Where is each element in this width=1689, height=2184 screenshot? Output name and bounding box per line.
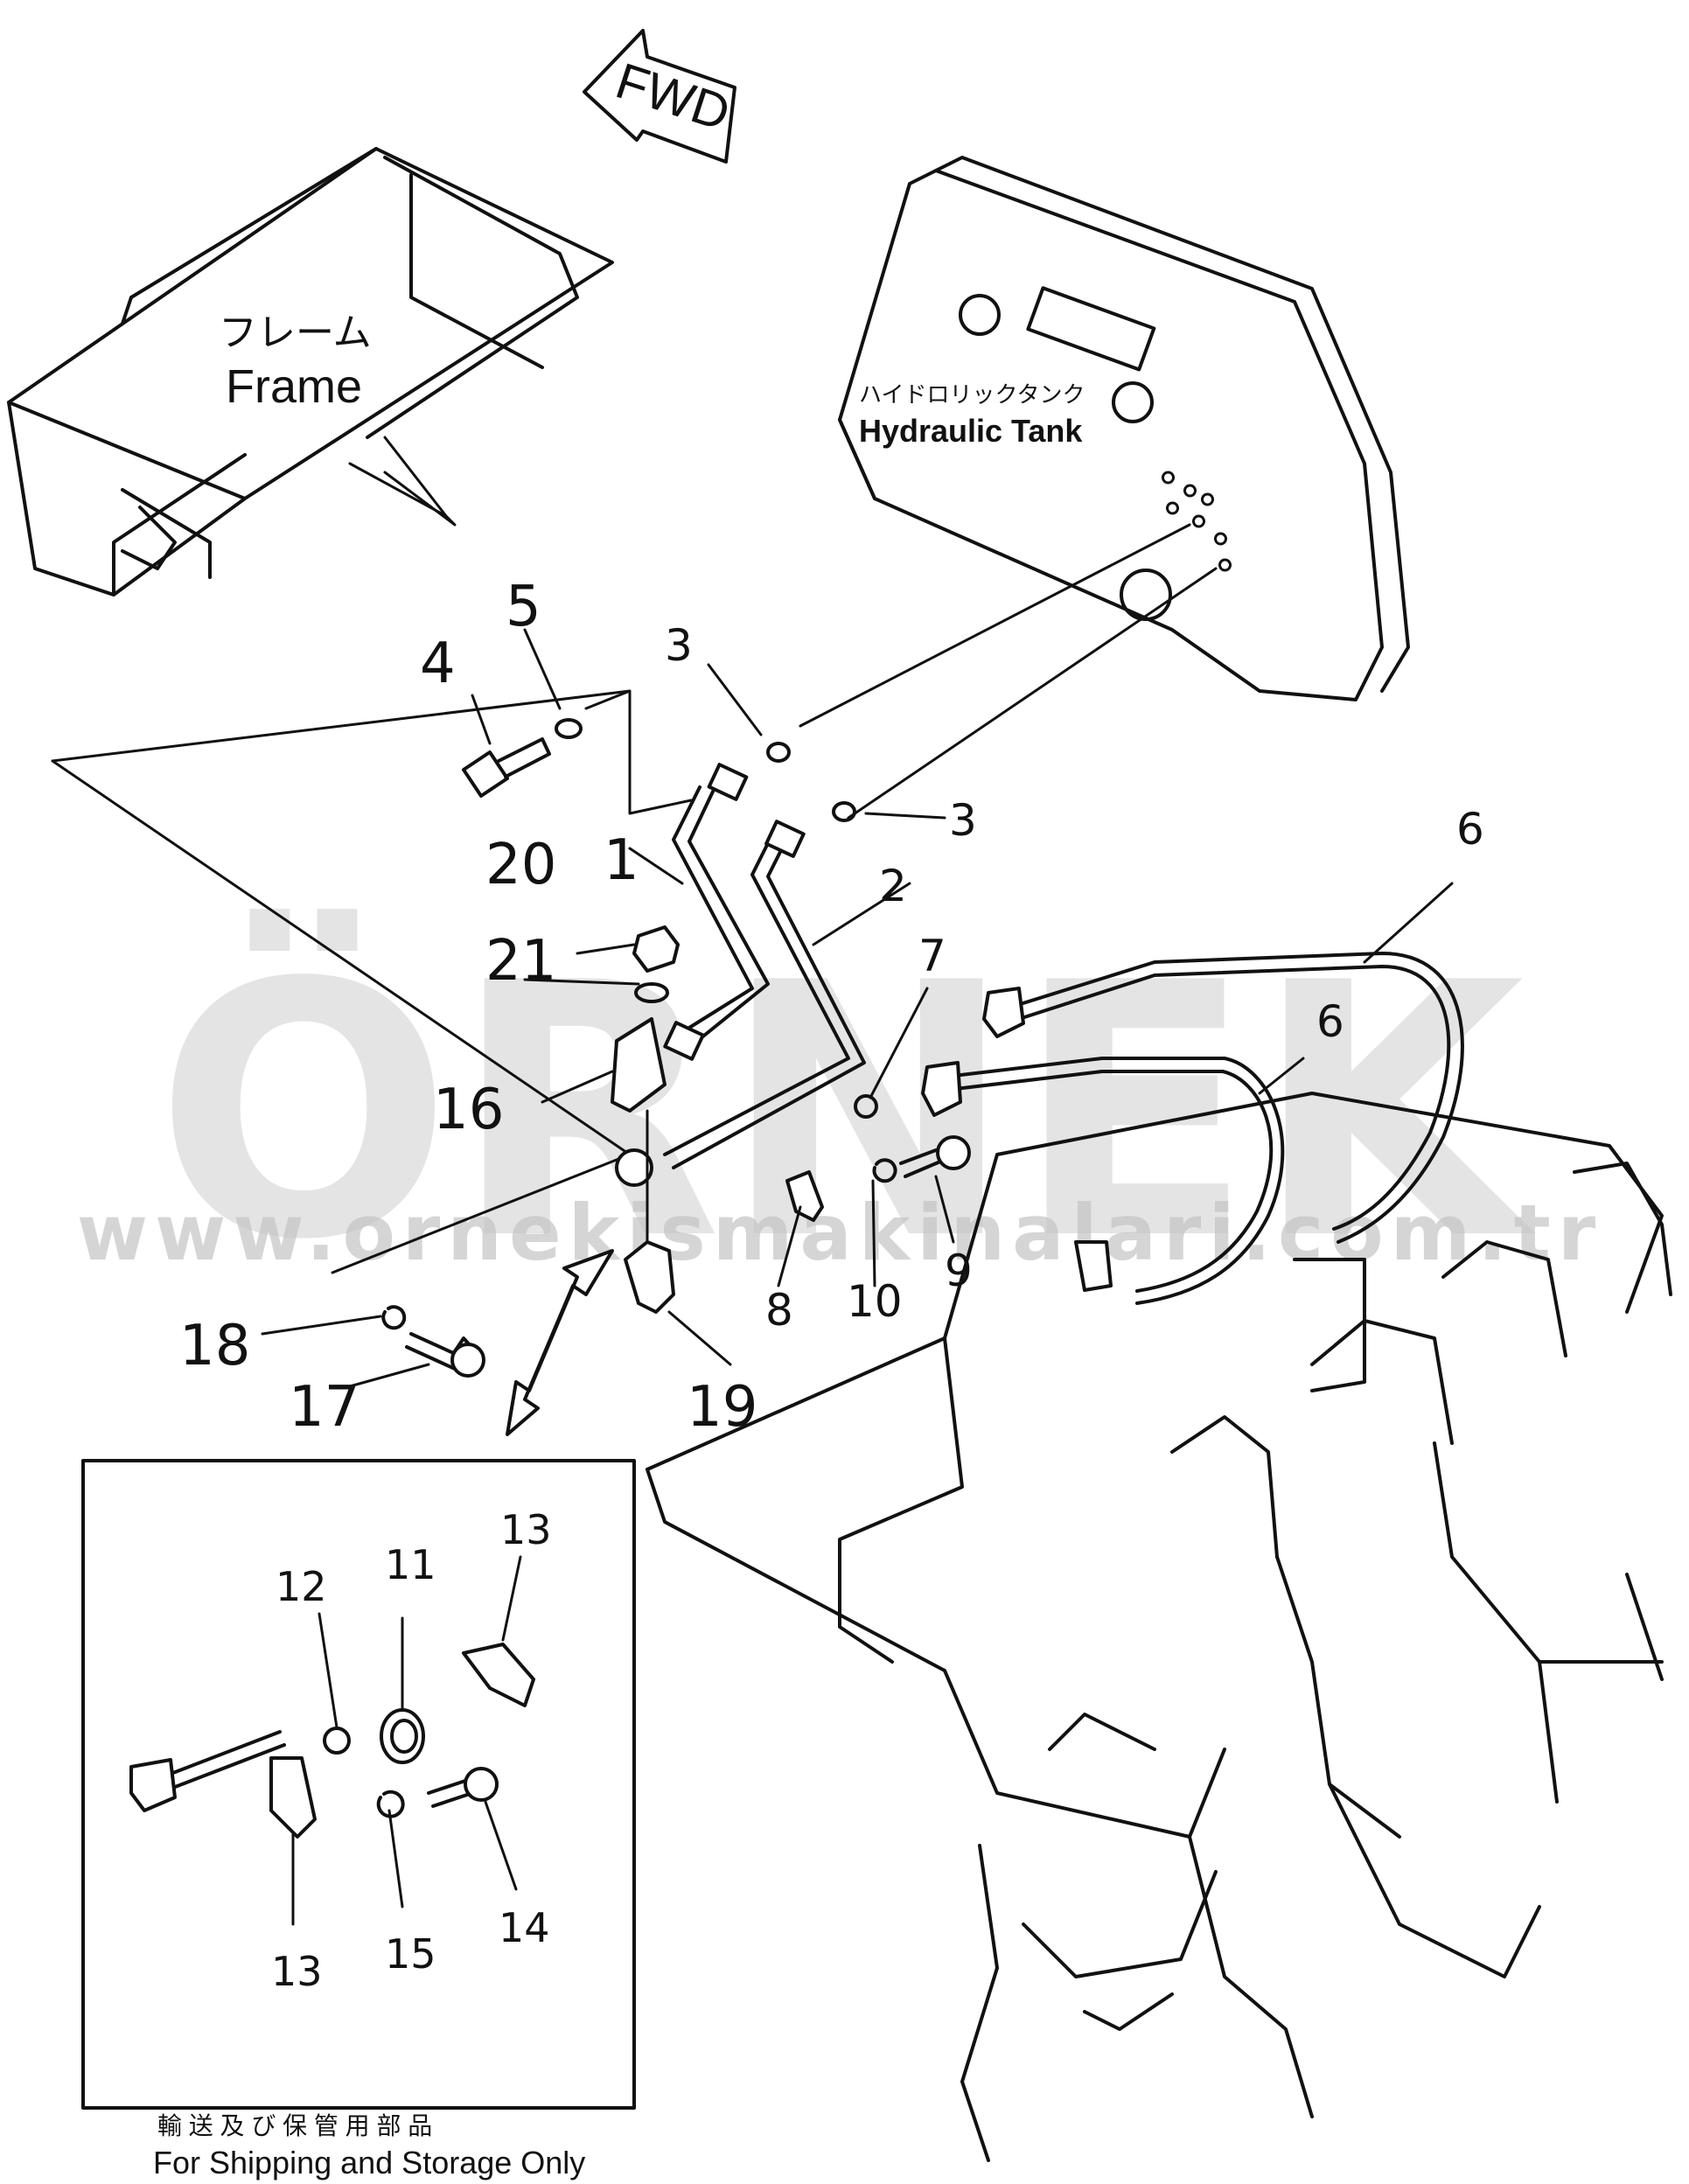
o-ring-3b-icon: [832, 801, 856, 822]
pipe-1-icon: [663, 763, 770, 1061]
bracket-16-icon: [611, 1017, 667, 1113]
clamp-13a-icon: [462, 1643, 535, 1707]
callout-3b: 3: [949, 795, 977, 846]
bolt-4-icon: [462, 737, 551, 798]
callout-6a: 6: [1456, 804, 1484, 855]
hose-6a-icon: [982, 952, 1464, 1244]
washer-15-icon: [376, 1790, 405, 1818]
clamp-8-icon: [785, 1170, 824, 1222]
callout-14: 14: [499, 1904, 550, 1951]
hose-6b-icon: [921, 1057, 1285, 1305]
plug-11-icon: [380, 1708, 425, 1764]
callout-13a: 13: [500, 1506, 552, 1553]
callout-10: 10: [847, 1276, 903, 1327]
callout-9: 9: [945, 1246, 973, 1296]
o-ring-12-icon: [323, 1727, 351, 1755]
watermark-url: www.ornekismakinalari.com.tr: [77, 1188, 1603, 1278]
callout-21: 21: [485, 929, 556, 994]
frame-label-en: Frame: [226, 360, 362, 413]
o-ring-3a-icon: [766, 742, 791, 763]
frame-drawing: フレーム Frame: [7, 147, 614, 597]
tank-label-en: Hydraulic Tank: [859, 413, 1083, 449]
bolt-14-icon: [427, 1767, 499, 1808]
fwd-arrow-icon: FWD: [583, 29, 736, 164]
callout-15: 15: [385, 1930, 436, 1978]
bolt-9-icon: [899, 1135, 971, 1178]
inset-caption-jp: 輸 送 及 び 保 管 用 部 品: [157, 2112, 432, 2139]
washer-5-icon: [555, 718, 583, 739]
callout-13b: 13: [271, 1948, 323, 1995]
hydraulic-tank-drawing: ハイドロリックタンク Hydraulic Tank: [838, 156, 1410, 701]
callout-4: 4: [420, 631, 456, 696]
machine-body-drawing: [646, 1092, 1672, 2162]
leader-lines: [261, 628, 1454, 1926]
callout-19: 19: [687, 1375, 757, 1440]
callout-5: 5: [506, 575, 541, 639]
washer-21-icon: [634, 982, 669, 1003]
nut-20-icon: [632, 925, 680, 973]
callout-1: 1: [604, 828, 639, 893]
watermark-brand: ÖRNEK: [155, 905, 1538, 1316]
callout-12: 12: [276, 1563, 327, 1610]
callout-numbers: 1 2 3 3 4 5 6 6 7 8 9 10 16 17 18 19 20 …: [179, 575, 1484, 1995]
callout-3a: 3: [665, 620, 693, 671]
o-ring-7-icon: [854, 1094, 878, 1119]
callout-18: 18: [179, 1314, 250, 1378]
callout-6b: 6: [1316, 996, 1344, 1047]
clamp-19-icon: [624, 1240, 675, 1314]
pipe-2-icon: [615, 820, 866, 1187]
callout-7: 7: [918, 931, 946, 981]
tank-label-jp: ハイドロリックタンク: [859, 381, 1085, 408]
callout-16: 16: [433, 1078, 504, 1142]
callout-17: 17: [289, 1375, 359, 1440]
double-arrow-icon: [506, 1249, 614, 1436]
callout-20: 20: [485, 833, 556, 897]
callout-2: 2: [879, 861, 907, 911]
inset-box: 輸 送 及 び 保 管 用 部 品 For Shipping and Stora…: [81, 1459, 636, 2181]
washer-10-icon: [872, 1158, 897, 1183]
washer-18-icon: [381, 1305, 407, 1330]
frame-label-jp: フレーム: [219, 311, 372, 354]
inset-caption-en: For Shipping and Storage Only: [153, 2145, 585, 2181]
clamp-13b-icon: [269, 1756, 317, 1839]
watermark: ÖRNEK www.ornekismakinalari.com.tr: [77, 905, 1603, 1316]
bolt-17-icon: [405, 1332, 485, 1378]
callout-11: 11: [385, 1541, 436, 1588]
callout-8: 8: [765, 1285, 793, 1336]
